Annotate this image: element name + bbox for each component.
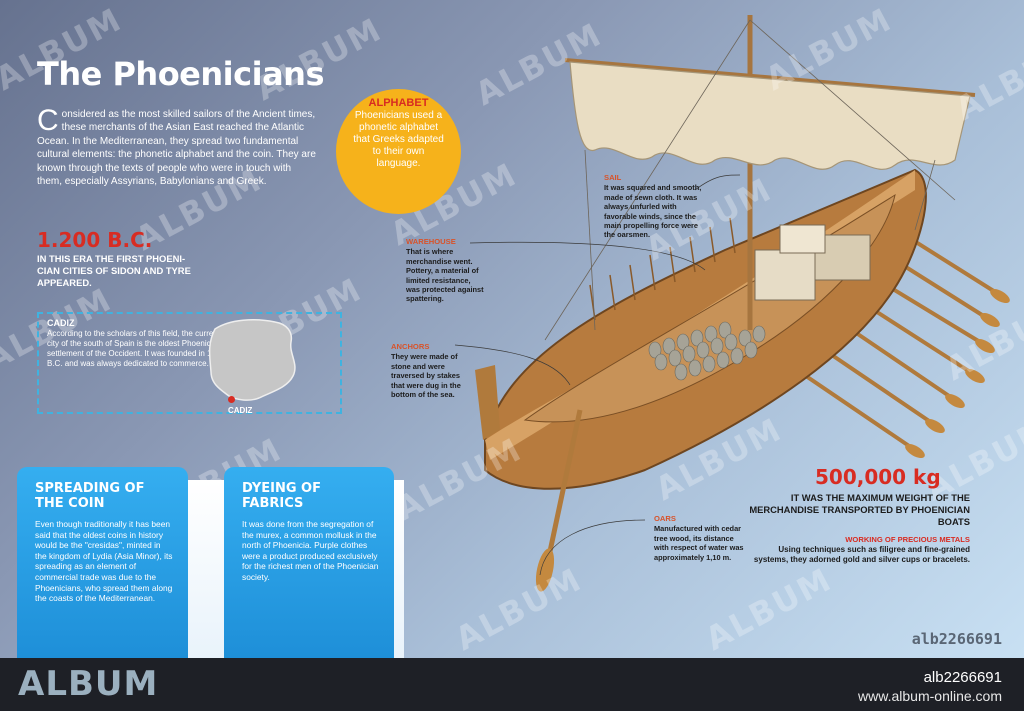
metals-title: WORKING OF PRECIOUS METALS xyxy=(845,535,970,544)
oars-note-text: Manufactured with cedar tree wood, its d… xyxy=(654,524,744,562)
warehouse-crates xyxy=(754,224,871,301)
infographic-poster: ALBUM ALBUM ALBUM ALBUM ALBUM ALBUM ALBU… xyxy=(0,0,1024,658)
steering-oar xyxy=(542,409,583,576)
coin-card-title: SPREADING OF THE COIN xyxy=(35,481,145,511)
footer-site-link[interactable]: www.album-online.com xyxy=(858,688,1002,704)
railing-stakes xyxy=(589,217,736,321)
dye-card: DYEING OF FABRICS It was done from the s… xyxy=(224,467,394,658)
cadiz-map-label: CADIZ xyxy=(228,406,253,415)
max-weight-value: 500,000 kg xyxy=(815,465,941,489)
yard xyxy=(564,58,976,97)
dye-card-text: It was done from the segregation of the … xyxy=(242,519,379,582)
alphabet-badge: ALPHABET Phoenicians used a phonetic alp… xyxy=(336,89,461,214)
coin-card-text: Even though traditionally it has been sa… xyxy=(35,519,173,604)
max-weight-text: IT WAS THE MAXIMUM WEIGHT OF THE MERCHAN… xyxy=(749,492,970,527)
cadiz-box: CADIZ According to the scholars of this … xyxy=(37,312,342,414)
phoenician-ship-illustration xyxy=(454,15,1010,592)
cadiz-label: CADIZ xyxy=(47,318,75,328)
footer-reference: alb2266691 www.album-online.com xyxy=(858,668,1002,706)
page-title: The Phoenicians xyxy=(37,55,324,93)
image-code: alb2266691 xyxy=(911,630,1002,648)
footer-ref-code: alb2266691 xyxy=(923,669,1002,686)
alphabet-title: ALPHABET xyxy=(368,97,429,109)
right-oar-blades xyxy=(905,289,1010,458)
rigging xyxy=(544,19,956,341)
warehouse-note-title: WAREHOUSE xyxy=(406,237,456,246)
sail-note-title: SAIL xyxy=(604,173,622,182)
warehouse-note-text: That is where merchandise went. Pottery,… xyxy=(406,247,484,304)
deck xyxy=(523,193,896,423)
anchors-note-text: They were made of stone and were travers… xyxy=(391,352,461,400)
intro-drop-cap: C xyxy=(37,104,59,137)
bow-post xyxy=(475,365,500,440)
cadiz-marker xyxy=(228,396,235,403)
footer-brand-logo: ALBUM xyxy=(18,664,159,704)
sail-note-text: It was squared and smooth, made of sewn … xyxy=(604,183,702,240)
intro-text: onsidered as the most skilled sailors of… xyxy=(37,109,316,188)
sail-note: SAIL It was squared and smooth, made of … xyxy=(604,173,709,240)
sail xyxy=(569,61,971,170)
footer-bar: ALBUM alb2266691 www.album-online.com xyxy=(0,658,1024,711)
oars-note-title: OARS xyxy=(654,514,676,523)
anchors-note: ANCHORS They were made of stone and were… xyxy=(391,342,461,399)
steering-oar-blade xyxy=(535,548,555,592)
era-text: IN THIS ERA THE FIRST PHOENI-CIAN CITIES… xyxy=(37,253,191,288)
anchors-note-title: ANCHORS xyxy=(391,342,430,351)
oars-note: OARS Manufactured with cedar tree wood, … xyxy=(654,514,744,562)
card-separator xyxy=(188,480,224,658)
dye-card-title: DYEING OF FABRICS xyxy=(242,481,321,511)
amphora-cargo xyxy=(648,321,766,381)
card-separator xyxy=(394,480,404,658)
era-year: 1.200 B.C. xyxy=(37,228,153,252)
cadiz-text: According to the scholars of this field,… xyxy=(47,329,225,368)
alphabet-text: Phoenicians used a phonetic alphabet tha… xyxy=(353,110,444,169)
metals-text: Using techniques such as filigree and fi… xyxy=(753,545,970,564)
warehouse-note: WAREHOUSE That is where merchandise went… xyxy=(406,237,484,304)
leader-lines xyxy=(454,174,741,576)
iberia-map xyxy=(208,319,296,401)
coin-card: SPREADING OF THE COIN Even though tradit… xyxy=(17,467,188,658)
